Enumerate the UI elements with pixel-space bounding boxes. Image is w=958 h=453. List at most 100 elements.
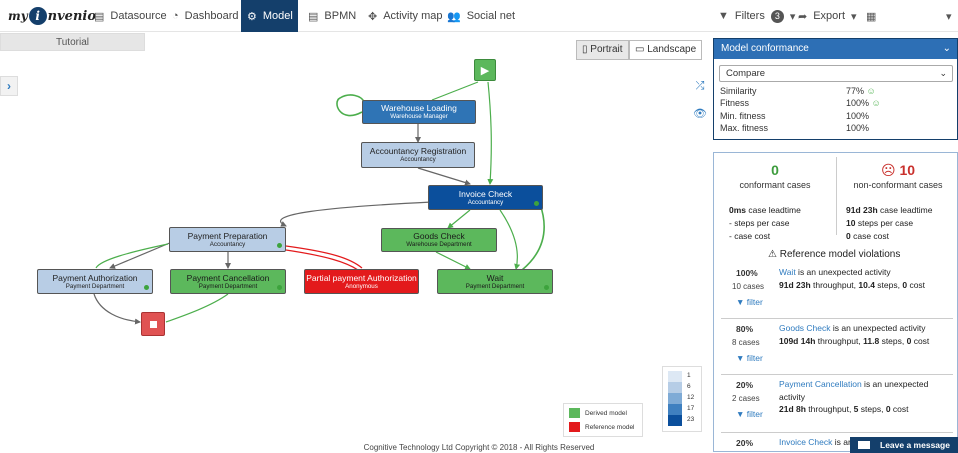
landscape-icon: ▭ (635, 44, 645, 55)
divider (721, 318, 953, 319)
nav-activity-map[interactable]: ✥ Activity map (362, 0, 449, 32)
panel-title: Model conformance (721, 43, 809, 54)
metric-value: 100% ☺ (846, 98, 881, 108)
export-dropdown[interactable]: ➦ Export ▾ (792, 0, 863, 32)
nav-model-label: Model (262, 10, 293, 22)
edge-accountancy-invoice (417, 167, 471, 186)
edge-auth-end (93, 293, 141, 325)
share-icon: ➦ (798, 10, 808, 23)
nonconformant-label: non-conformant cases (853, 180, 943, 190)
activity-map-icon: ✥ (368, 10, 378, 23)
compare-select-value: Compare (726, 68, 766, 79)
legend-reference: Reference model (569, 422, 635, 432)
model-icon: ⚙ (247, 10, 257, 23)
end-node[interactable] (141, 312, 165, 336)
node-wait[interactable]: Wait Payment Department (437, 269, 553, 294)
metric-value: 100% (846, 111, 870, 121)
portrait-label: Portrait (590, 44, 623, 55)
violation-pct: 20% (736, 380, 754, 390)
filter-icon: ▼ (736, 353, 745, 363)
node-subtitle: Payment Department (198, 282, 258, 290)
scale-band (668, 404, 682, 415)
panel-header[interactable]: Model conformance ⌄ (714, 39, 957, 59)
violation-pct: 20% (736, 438, 754, 448)
status-dot (544, 285, 549, 290)
chevron-down-icon[interactable]: ⌄ (942, 43, 951, 54)
nav-model[interactable]: ⚙ Model (241, 0, 298, 32)
node-goods-check[interactable]: Goods Check Warehouse Department (381, 228, 497, 252)
filter-icon: ▼ (718, 10, 729, 22)
filters-dropdown[interactable]: ▼ Filters 3 ▾ (712, 0, 801, 32)
landscape-label: Landscape (647, 44, 697, 55)
envelope-icon (858, 441, 870, 449)
nonconformant-leadtime: 91d 23h case leadtime (846, 205, 933, 215)
shuffle-icon[interactable]: ⤮ (695, 80, 705, 92)
filter-button[interactable]: ▼ filter (736, 409, 763, 419)
landscape-button[interactable]: ▭ Landscape (629, 40, 703, 60)
edge-cancel-end (165, 293, 229, 323)
sad-face-icon: ☹ (880, 162, 896, 178)
violation-item: 80% 8 cases ▼ filter Goods Check is an u… (720, 322, 953, 376)
node-payment-preparation[interactable]: Payment Preparation Accountancy (169, 227, 286, 252)
legend-swatch (569, 422, 580, 432)
scale-band (668, 371, 682, 382)
node-payment-cancellation[interactable]: Payment Cancellation Payment Department (170, 269, 286, 294)
node-invoice-check[interactable]: Invoice Check Accountancy (428, 185, 543, 210)
user-menu-caret[interactable]: ▾ (944, 0, 954, 32)
metric-label: Similarity (720, 86, 757, 96)
node-title: Partial payment Authorization (306, 272, 417, 283)
node-accountancy-registration[interactable]: Accountancy Registration Accountancy (361, 142, 475, 168)
metric-label: Max. fitness (720, 123, 769, 133)
activity-link[interactable]: Invoice Check (779, 437, 833, 447)
legend-derived: Derived model (569, 408, 627, 418)
node-warehouse-loading[interactable]: Warehouse Loading Warehouse Manager (362, 100, 476, 124)
model-legend: Derived model Reference model (563, 403, 643, 437)
nav-bpmn[interactable]: ▤ BPMN (302, 0, 362, 32)
apps-grid-button[interactable]: ▦ (860, 0, 882, 32)
nav-dashboard[interactable]: ◔ Dashboard (166, 0, 244, 32)
node-title: Accountancy Registration (369, 146, 467, 156)
brand-logo[interactable]: my i nvenio (8, 6, 96, 26)
filter-button[interactable]: ▼ filter (736, 353, 763, 363)
top-navbar: my i nvenio ▤ Datasource ◔ Dashboard ⚙ M… (0, 0, 958, 32)
leave-message-button[interactable]: Leave a message (850, 437, 958, 453)
filters-label: Filters (734, 10, 765, 22)
eye-icon[interactable]: 👁 (693, 108, 707, 120)
edge-invoice-payprep (279, 201, 433, 227)
nonconformant-count: ☹ 10 (880, 162, 916, 178)
node-title: Payment Preparation (187, 230, 268, 241)
smile-icon: ☺ (866, 86, 876, 96)
violation-item: 20% 2 cases ▼ filter Payment Cancellatio… (720, 378, 953, 432)
node-payment-authorization[interactable]: Payment Authorization Payment Department (37, 269, 153, 294)
edge-payprep-auth-green (95, 243, 169, 269)
conformant-cost: - case cost (729, 231, 771, 241)
activity-link[interactable]: Payment Cancellation (779, 379, 862, 389)
start-node[interactable]: ▶ (474, 59, 496, 81)
activity-link[interactable]: Wait (779, 267, 796, 277)
graph-edges (93, 81, 546, 325)
conformance-cases-panel: 0 conformant cases ☹ 10 non-conformant c… (713, 152, 958, 452)
portrait-button[interactable]: ▯ Portrait (576, 40, 629, 60)
scale-band (668, 415, 682, 426)
node-title: Invoice Check (458, 188, 513, 199)
node-subtitle: Payment Department (465, 282, 525, 290)
metric-label: Min. fitness (720, 111, 766, 121)
frequency-scale: 1 6 12 17 23 (662, 366, 702, 432)
compare-select[interactable]: Compare ⌄ (719, 65, 953, 82)
grid-icon: ▦ (866, 10, 877, 23)
conformant-leadtime: 0ms case leadtime (729, 205, 801, 215)
status-dot (277, 243, 282, 248)
sidebar-expand-button[interactable]: › (0, 76, 18, 96)
legend-derived-label: Derived model (585, 409, 627, 417)
nav-bpmn-label: BPMN (324, 10, 357, 22)
filter-button[interactable]: ▼ filter (736, 297, 763, 307)
filter-icon: ▼ (736, 297, 745, 307)
edge-warehouse-loop (336, 94, 365, 117)
filters-count-badge: 3 (770, 9, 784, 23)
metric-value: 100% (846, 123, 870, 133)
tutorial-tab[interactable]: Tutorial (0, 33, 145, 51)
node-partial-payment-authorization[interactable]: Partial payment Authorization Anonymous (304, 269, 419, 294)
nav-datasource[interactable]: ▤ Datasource (88, 0, 173, 32)
activity-link[interactable]: Goods Check (779, 323, 831, 333)
nav-social-net[interactable]: 👥 Social net (441, 0, 521, 32)
